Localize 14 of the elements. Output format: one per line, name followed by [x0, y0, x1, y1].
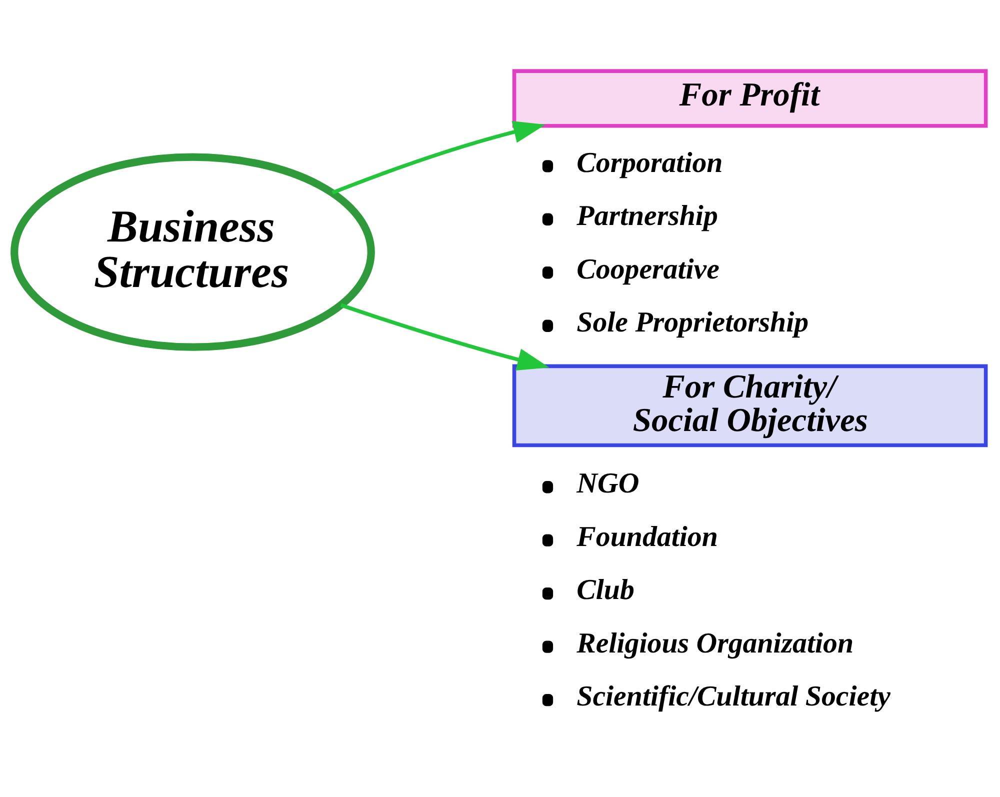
node-box: For Profit	[512, 69, 988, 128]
node-label: Foundation	[576, 520, 718, 553]
node-box: For Charity/ Social Objectives	[512, 364, 988, 448]
node-label: Club	[576, 574, 634, 606]
node-label: Partnership	[576, 200, 718, 232]
node-label: Scientific/Cultural Society	[576, 680, 890, 713]
arrow	[340, 303, 550, 371]
node-label: NGO	[576, 468, 640, 500]
node-label: Corporation	[576, 146, 723, 179]
node-label: Religious Organization	[576, 627, 854, 660]
node-ellipse: Business Structures	[10, 153, 375, 351]
arrow	[332, 120, 546, 195]
node-label: Sole Proprietorship	[576, 306, 809, 338]
node-label: Cooperative	[576, 253, 720, 286]
